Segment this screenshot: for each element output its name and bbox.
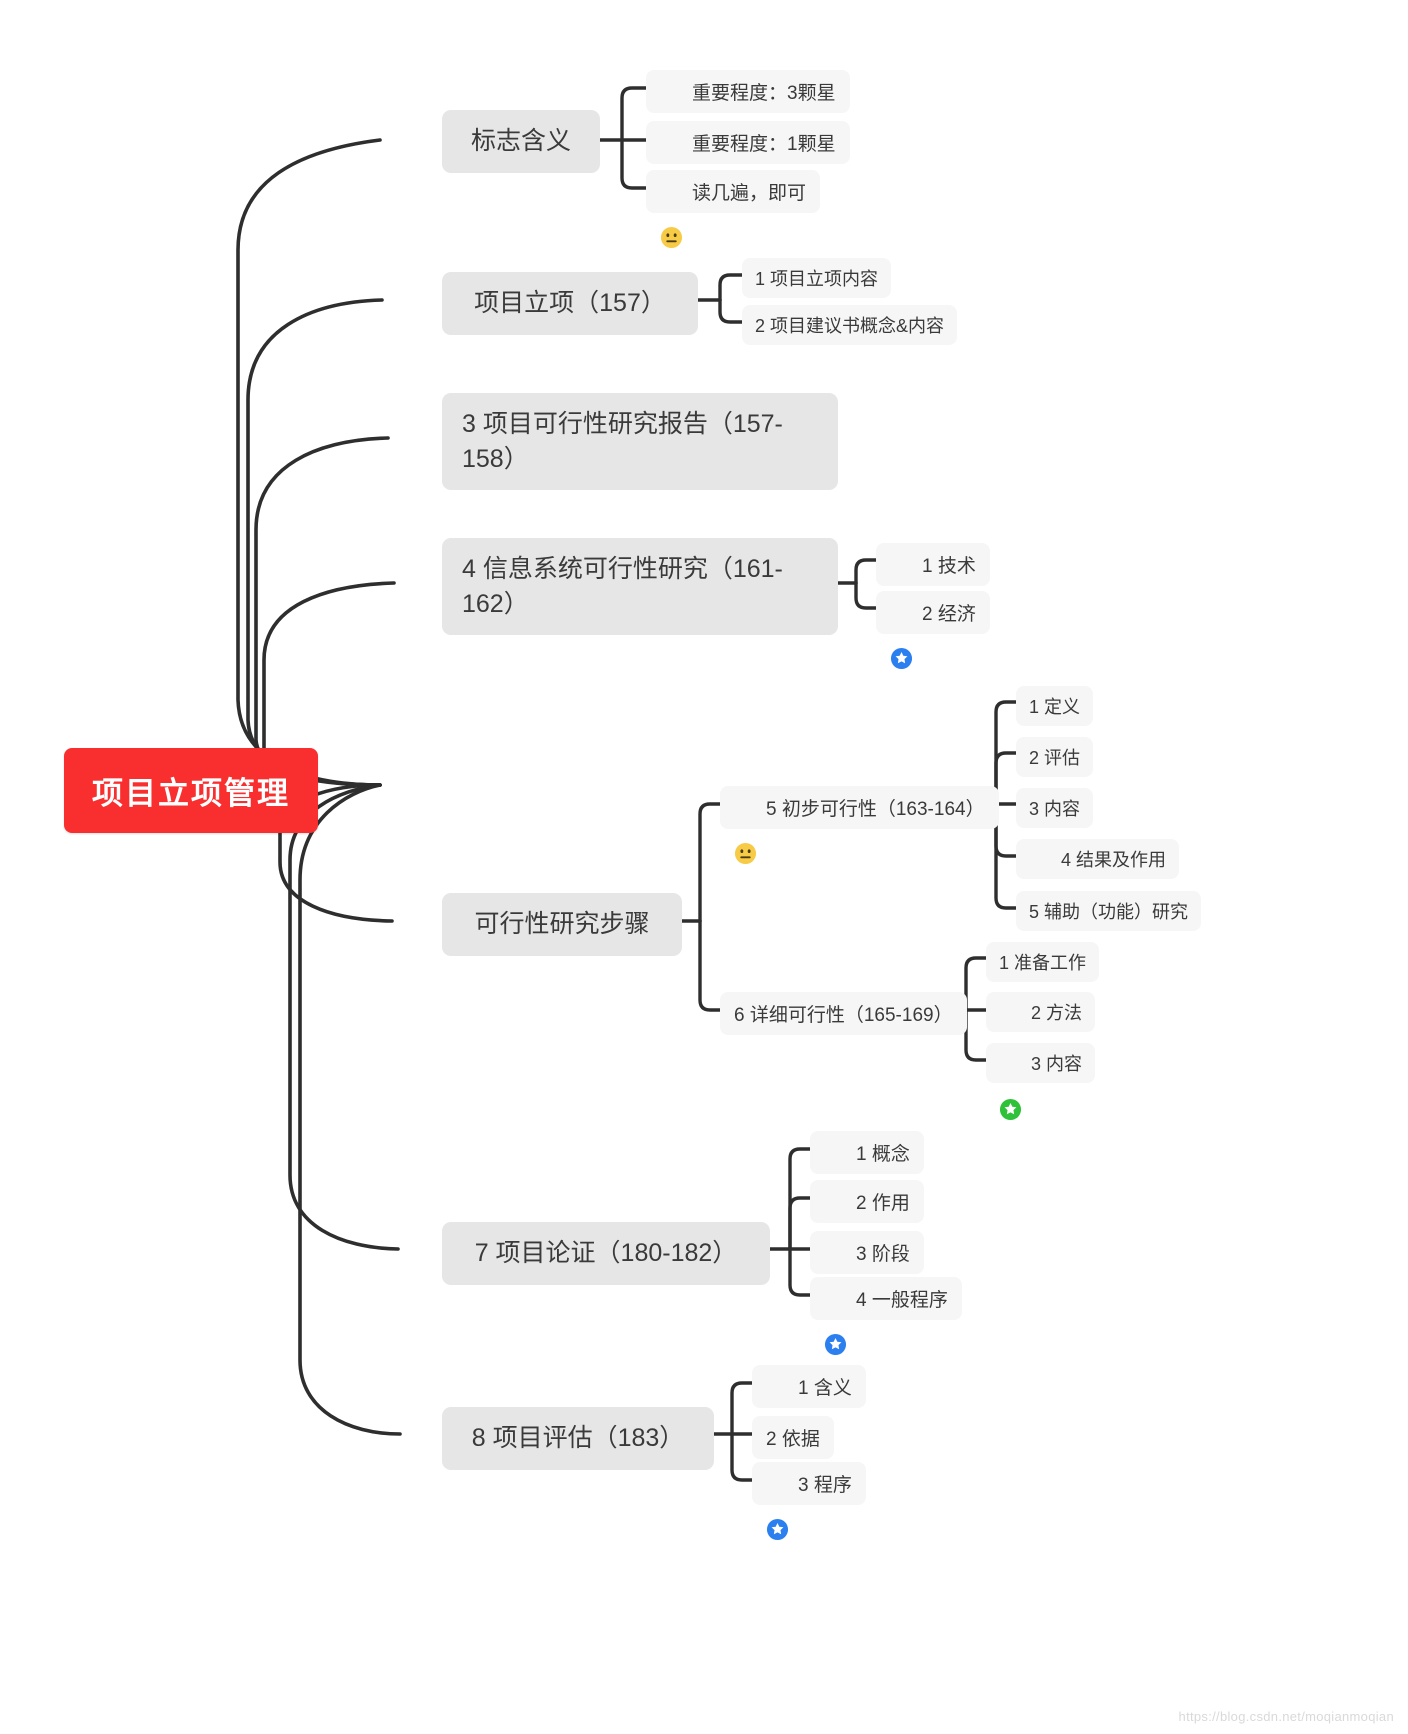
leaf-label: 4 一般程序 xyxy=(856,1290,948,1311)
branch-label: 4 信息系统可行性研究（161-162） xyxy=(462,555,783,618)
branch-node-xinxixitong-kexingxing[interactable]: 4 信息系统可行性研究（161-162） xyxy=(442,538,838,635)
leaf-node[interactable]: 4 结果及作用 xyxy=(1016,839,1180,916)
leaf-label: 4 结果及作用 xyxy=(1061,850,1167,870)
leaf-node[interactable]: 2 项目建议书概念&内容 xyxy=(742,305,958,345)
blue-star-icon xyxy=(890,553,913,622)
leaf-label: 3 内容 xyxy=(1031,1054,1083,1074)
smiley-icon xyxy=(824,1190,847,1259)
leaf-node[interactable]: 1 项目立项内容 xyxy=(742,258,892,298)
leaf-label: 5 辅助（功能）研究 xyxy=(1029,902,1189,922)
leaf-label: 1 准备工作 xyxy=(999,953,1087,973)
smiley-icon xyxy=(824,1141,847,1210)
leaf-label: 2 作用 xyxy=(856,1193,910,1214)
leaf-label: 2 经济 xyxy=(922,604,976,625)
leaf-node[interactable]: 4 一般程序 xyxy=(810,1277,962,1356)
branch-node-xiangmu-pinggu[interactable]: 8 项目评估（183） xyxy=(442,1407,714,1470)
leaf-node[interactable]: 重要程度：1颗星 xyxy=(646,121,850,200)
branch-node-kexingxing-buzhou[interactable]: 可行性研究步骤 xyxy=(442,893,682,956)
leaf-node[interactable]: 2 评估 xyxy=(1016,737,1094,777)
blue-star-icon xyxy=(766,1472,789,1541)
branch-node-kexingxing-baogao[interactable]: 3 项目可行性研究报告（157-158） xyxy=(442,393,838,490)
smiley-icon xyxy=(660,180,683,249)
leaf-label: 3 程序 xyxy=(798,1475,852,1496)
subbranch-label: 5 初步可行性（163-164） xyxy=(766,799,985,820)
leaf-node[interactable]: 重要程度：3颗星 xyxy=(646,70,850,149)
leaf-node[interactable]: 2 依据 xyxy=(752,1416,834,1459)
leaf-node[interactable]: 1 含义 xyxy=(752,1365,866,1444)
green-star-icon xyxy=(1029,848,1052,916)
leaf-node[interactable]: 1 定义 xyxy=(1016,686,1094,726)
branch-node-xiangmulixiang[interactable]: 项目立项（157） xyxy=(442,272,698,335)
blue-star-icon xyxy=(824,1241,847,1310)
leaf-label: 2 依据 xyxy=(766,1429,820,1450)
blue-star-icon xyxy=(824,1287,847,1356)
subbranch-node-chubu-kexingxing[interactable]: 5 初步可行性（163-164） xyxy=(720,786,999,865)
leaf-node[interactable]: 3 内容 xyxy=(986,1043,1096,1120)
branch-label: 可行性研究步骤 xyxy=(474,910,650,938)
leaf-node[interactable]: 2 经济 xyxy=(876,591,990,670)
leaf-label: 1 概念 xyxy=(856,1144,910,1165)
leaf-label: 1 技术 xyxy=(922,556,976,577)
leaf-node[interactable]: 1 概念 xyxy=(810,1131,924,1210)
branch-node-biaozhihanyi[interactable]: 标志含义 xyxy=(442,110,600,173)
leaf-node[interactable]: 5 辅助（功能）研究 xyxy=(1016,891,1202,931)
leaf-node[interactable]: 3 程序 xyxy=(752,1462,866,1541)
green-star-icon xyxy=(660,131,683,200)
leaf-node[interactable]: 1 技术 xyxy=(876,543,990,622)
branch-label: 3 项目可行性研究报告（157-158） xyxy=(462,410,783,473)
blue-star-icon xyxy=(766,1375,789,1444)
leaf-label: 2 方法 xyxy=(1031,1003,1083,1023)
subbranch-label: 6 详细可行性（165-169） xyxy=(734,1005,953,1026)
leaf-node[interactable]: 读几遍，即可 xyxy=(646,170,821,249)
leaf-label: 3 内容 xyxy=(1029,799,1081,819)
leaf-label: 1 含义 xyxy=(798,1378,852,1399)
leaf-node[interactable]: 3 阶段 xyxy=(810,1231,924,1310)
blue-star-icon xyxy=(660,80,683,149)
root-label: 项目立项管理 xyxy=(92,776,290,811)
leaf-node[interactable]: 3 内容 xyxy=(1016,788,1094,828)
leaf-label: 2 评估 xyxy=(1029,748,1081,768)
branch-node-xiangmu-lunzheng[interactable]: 7 项目论证（180-182） xyxy=(442,1222,770,1285)
leaf-label: 2 项目建议书概念&内容 xyxy=(755,316,945,336)
leaf-node[interactable]: 1 准备工作 xyxy=(986,942,1100,982)
smiley-icon xyxy=(734,796,757,865)
leaf-node[interactable]: 2 方法 xyxy=(986,992,1096,1069)
leaf-label: 重要程度：1颗星 xyxy=(692,134,836,155)
watermark-text: https://blog.csdn.net/moqianmoqian xyxy=(1178,1709,1394,1724)
green-star-icon xyxy=(999,1001,1022,1069)
branch-label: 标志含义 xyxy=(470,127,571,155)
root-node[interactable]: 项目立项管理 xyxy=(64,748,318,833)
green-star-icon xyxy=(999,1052,1022,1120)
branch-label: 7 项目论证（180-182） xyxy=(474,1239,738,1267)
branch-label: 8 项目评估（183） xyxy=(471,1424,685,1452)
leaf-label: 读几遍，即可 xyxy=(692,183,807,204)
blue-star-icon xyxy=(890,601,913,670)
leaf-label: 1 定义 xyxy=(1029,697,1081,717)
branch-label: 项目立项（157） xyxy=(474,289,666,317)
leaf-label: 3 阶段 xyxy=(856,1244,910,1265)
leaf-node[interactable]: 2 作用 xyxy=(810,1180,924,1259)
subbranch-node-xiangxi-kexingxing[interactable]: 6 详细可行性（165-169） xyxy=(720,992,967,1035)
leaf-label: 1 项目立项内容 xyxy=(755,269,879,289)
leaf-label: 重要程度：3颗星 xyxy=(692,83,836,104)
